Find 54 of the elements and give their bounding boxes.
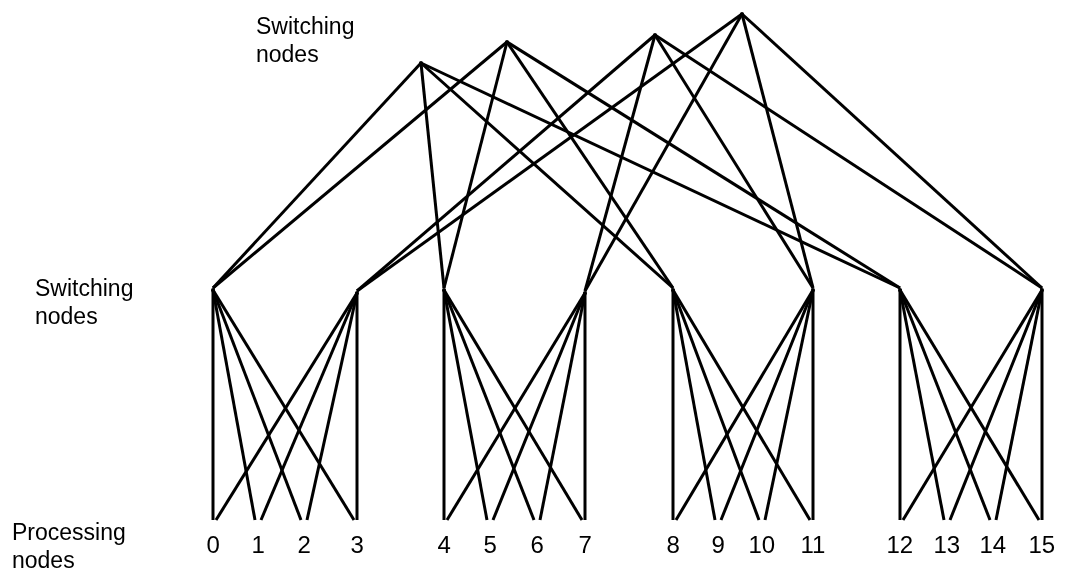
connection-line [305, 292, 359, 521]
connection-line [211, 289, 303, 521]
processing-node-number: 1 [251, 532, 265, 558]
connection-line [994, 289, 1044, 521]
switching-node-vertex [211, 288, 215, 292]
processing-node-number: 0 [206, 532, 220, 558]
connection-line [1040, 290, 1044, 520]
connection-line [583, 293, 587, 520]
switching-node-vertex [442, 288, 446, 292]
processing-node-number: 8 [666, 532, 680, 558]
switching-node-vertex [671, 288, 675, 292]
processing-node-number: 11 [800, 532, 826, 558]
processing-node-number: 15 [1028, 532, 1056, 558]
switching-node-vertex [740, 12, 744, 16]
processing-node-number: 10 [748, 532, 776, 558]
connection-line [740, 13, 815, 289]
switching-node-vertex [653, 33, 657, 37]
processing-node-number: 6 [530, 532, 544, 558]
switching-node-vertex [419, 61, 423, 65]
connection-line [583, 13, 744, 292]
connection-line [442, 289, 536, 521]
connection-line [419, 62, 446, 289]
switching-node-vertex [583, 291, 587, 295]
connection-line [741, 12, 1043, 290]
connection-line [583, 34, 657, 292]
processing-node-number: 13 [933, 532, 961, 558]
level-label: Processing nodes [12, 518, 127, 572]
processing-node-number: 5 [483, 532, 497, 558]
processing-node-number: 14 [979, 532, 1007, 558]
processing-node-number: 3 [350, 532, 364, 558]
connection-line [442, 41, 509, 289]
processing-node-number: 7 [578, 532, 592, 558]
switching-node-vertex [1040, 288, 1044, 292]
connection-line [898, 289, 992, 521]
processing-node-number: 9 [711, 532, 725, 558]
switching-node-vertex [898, 288, 902, 292]
processing-node-number: 4 [437, 532, 451, 558]
connection-line [211, 62, 423, 289]
connection-line [811, 290, 815, 520]
level-label: Switching nodes [256, 12, 356, 68]
switching-node-vertex [811, 288, 815, 292]
connection-line [505, 41, 675, 289]
processing-node-number: 2 [297, 532, 311, 558]
connection-line [355, 293, 359, 520]
connection-line [538, 292, 587, 521]
connection-line [212, 40, 508, 290]
connection-line [671, 289, 761, 521]
switching-node-vertex [355, 291, 359, 295]
level-label: Switching nodes [35, 274, 135, 330]
connection-line [356, 12, 743, 293]
connection-line [506, 40, 901, 290]
switching-node-vertex [505, 40, 509, 44]
processing-node-number: 12 [886, 532, 914, 558]
connection-line [763, 289, 815, 521]
